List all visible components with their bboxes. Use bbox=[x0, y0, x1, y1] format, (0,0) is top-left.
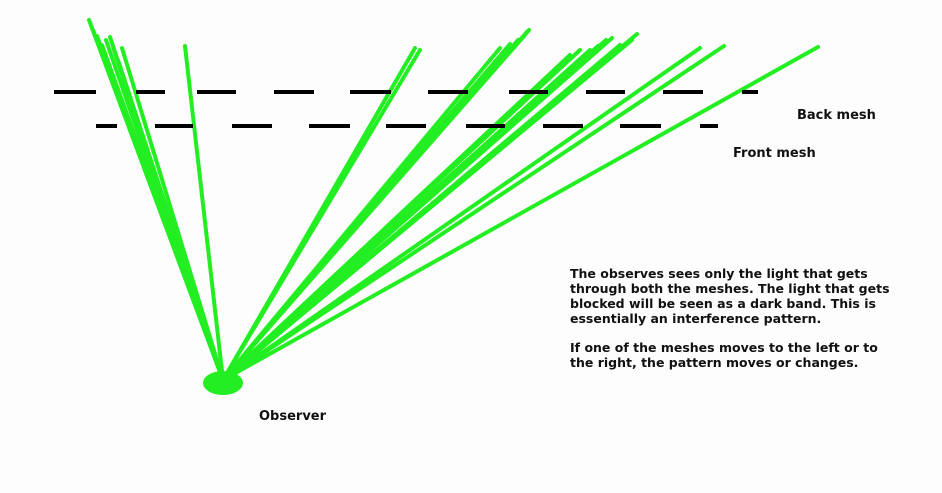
mesh-segment bbox=[466, 124, 505, 128]
mesh-segment bbox=[274, 90, 314, 94]
light-ray bbox=[221, 44, 726, 382]
explanation-paragraph-1: The observes sees only the light that ge… bbox=[570, 266, 890, 326]
light-ray bbox=[120, 46, 225, 382]
mesh-segment bbox=[586, 90, 625, 94]
front-mesh bbox=[96, 124, 718, 128]
light-ray bbox=[221, 32, 639, 382]
mesh-segment bbox=[509, 90, 548, 94]
mesh-segment bbox=[96, 124, 117, 128]
mesh-segment bbox=[620, 124, 661, 128]
mesh-segment bbox=[232, 124, 272, 128]
light-ray bbox=[221, 45, 820, 382]
mesh-segment bbox=[136, 90, 165, 94]
front-mesh-label: Front mesh bbox=[733, 146, 816, 161]
back-mesh-label: Back mesh bbox=[797, 108, 876, 123]
explanation-paragraph-2: If one of the meshes moves to the left o… bbox=[570, 340, 878, 370]
mesh-segment bbox=[663, 90, 703, 94]
mesh-segment bbox=[309, 124, 350, 128]
light-ray bbox=[221, 48, 422, 382]
mesh-segment bbox=[54, 90, 96, 94]
mesh-segment bbox=[428, 90, 468, 94]
mesh-segment bbox=[742, 90, 758, 94]
explanation-text: The observes sees only the light that ge… bbox=[570, 266, 900, 384]
observer-label: Observer bbox=[259, 409, 327, 424]
mesh-segment bbox=[197, 90, 236, 94]
light-ray bbox=[183, 44, 225, 382]
mesh-segment bbox=[700, 124, 718, 128]
mesh-segment bbox=[386, 124, 426, 128]
observer-dot bbox=[203, 371, 243, 395]
mesh-segment bbox=[155, 124, 193, 128]
mesh-segment bbox=[350, 90, 391, 94]
light-rays bbox=[87, 18, 820, 382]
mesh-segment bbox=[543, 124, 583, 128]
light-ray bbox=[221, 28, 531, 382]
back-mesh bbox=[54, 90, 758, 94]
